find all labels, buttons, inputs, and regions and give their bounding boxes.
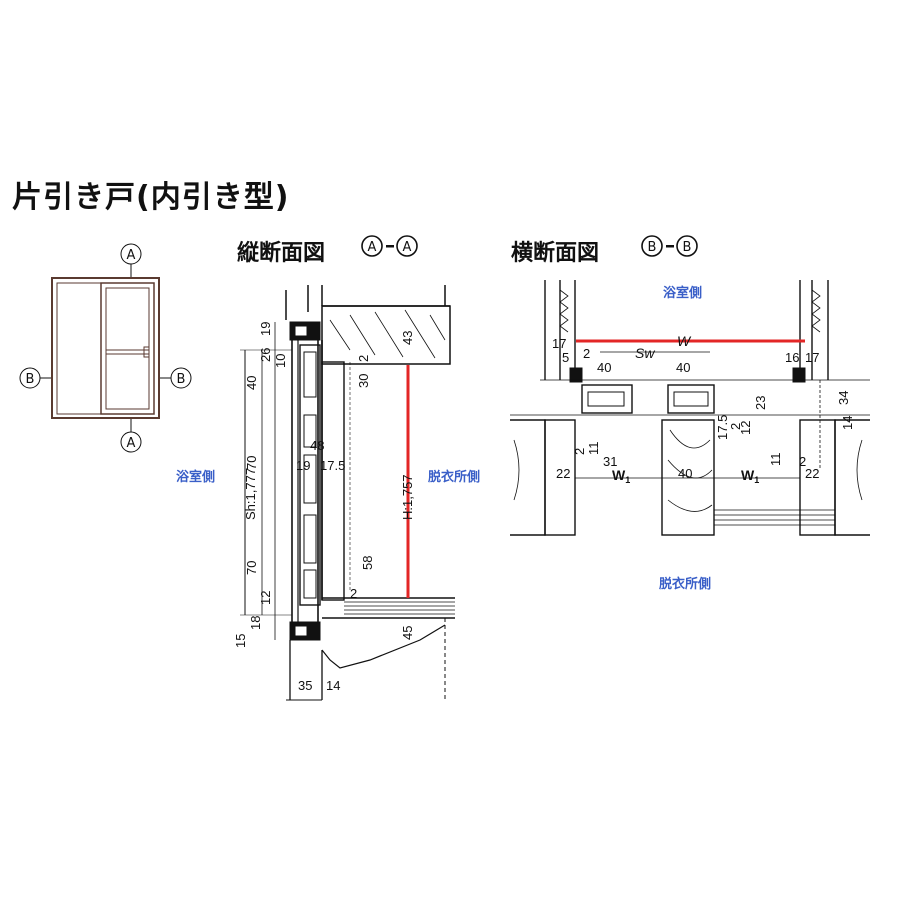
vertical-section-title: 縦断面図	[237, 241, 326, 266]
w1-label-left: W1	[612, 467, 630, 485]
page-title: 片引き戸(内引き型)	[12, 180, 290, 215]
svg-text:2: 2	[356, 355, 371, 362]
horizontal-section-markers: B B	[641, 235, 698, 257]
horizontal-bathroom-label: 浴室側	[663, 286, 703, 301]
svg-text:19: 19	[296, 458, 310, 473]
svg-text:40: 40	[244, 376, 259, 390]
svg-text:17: 17	[805, 350, 819, 365]
svg-text:58: 58	[360, 556, 375, 570]
w1-label-right: W1	[741, 467, 759, 485]
svg-text:43: 43	[400, 331, 415, 345]
svg-text:48: 48	[310, 438, 324, 453]
elev-marker-bottom: A	[127, 436, 136, 451]
svg-text:14: 14	[840, 416, 855, 430]
svg-text:2: 2	[572, 448, 587, 455]
svg-text:12: 12	[738, 421, 753, 435]
svg-text:30: 30	[356, 374, 371, 388]
svg-text:2: 2	[350, 586, 357, 601]
svg-text:15: 15	[233, 634, 248, 648]
door-handle	[143, 346, 150, 358]
svg-text:2: 2	[728, 423, 743, 430]
svg-text:22: 22	[556, 466, 570, 481]
v-marker-end: A	[403, 240, 412, 255]
horizontal-section-title: 横断面図	[511, 241, 600, 266]
svg-text:17.5: 17.5	[715, 415, 730, 440]
elev-marker-right: B	[177, 372, 186, 387]
svg-text:34: 34	[836, 391, 851, 405]
door-outer-frame	[51, 277, 160, 419]
svg-text:22: 22	[805, 466, 819, 481]
svg-text:40: 40	[597, 360, 611, 375]
vertical-bathroom-label: 浴室側	[176, 470, 216, 485]
svg-text:10: 10	[273, 354, 288, 368]
sw-label: Sw	[635, 345, 655, 361]
elevation-view: A A B B	[19, 243, 192, 453]
svg-text:19: 19	[258, 322, 273, 336]
v-marker-start: A	[368, 240, 377, 255]
svg-text:2: 2	[583, 346, 590, 361]
svg-text:17.5: 17.5	[320, 458, 345, 473]
svg-text:70: 70	[244, 561, 259, 575]
vertical-section-labels: Sh:1,777 H:1,757 19 26 10 40 43 30 2 48 …	[233, 322, 415, 693]
svg-text:18: 18	[248, 616, 263, 630]
svg-text:14: 14	[326, 678, 340, 693]
svg-text:17: 17	[552, 336, 566, 351]
svg-text:35: 35	[298, 678, 312, 693]
horizontal-section-drawing	[510, 280, 870, 536]
h-marker-start: B	[648, 240, 657, 255]
horizontal-dressing-label: 脱衣所側	[659, 577, 712, 592]
svg-text:11: 11	[586, 442, 601, 456]
elev-marker-left: B	[26, 372, 35, 387]
svg-text:12: 12	[258, 591, 273, 605]
door-panel	[100, 282, 155, 415]
w-label: W	[677, 333, 692, 349]
h-marker-end: B	[683, 240, 692, 255]
svg-text:23: 23	[753, 396, 768, 410]
sh-label: Sh:1,777	[243, 468, 258, 520]
svg-text:45: 45	[400, 626, 415, 640]
svg-text:40: 40	[678, 466, 692, 481]
svg-text:5: 5	[562, 350, 569, 365]
elev-marker-top: A	[127, 248, 136, 263]
vertical-dressing-label: 脱衣所側	[428, 470, 481, 485]
svg-text:40: 40	[676, 360, 690, 375]
svg-text:16: 16	[785, 350, 799, 365]
svg-text:31: 31	[603, 454, 617, 469]
vertical-section-markers: A A	[361, 235, 418, 257]
svg-text:26: 26	[258, 348, 273, 362]
svg-text:2: 2	[799, 454, 806, 469]
horizontal-section-labels: W Sw 17 5 2 40 40 16 17 34 23 17.5 2 12 …	[552, 333, 855, 485]
svg-text:11: 11	[768, 453, 783, 467]
h-label: H:1,757	[400, 474, 415, 520]
svg-text:70: 70	[244, 456, 259, 470]
vertical-section-drawing	[240, 285, 455, 701]
